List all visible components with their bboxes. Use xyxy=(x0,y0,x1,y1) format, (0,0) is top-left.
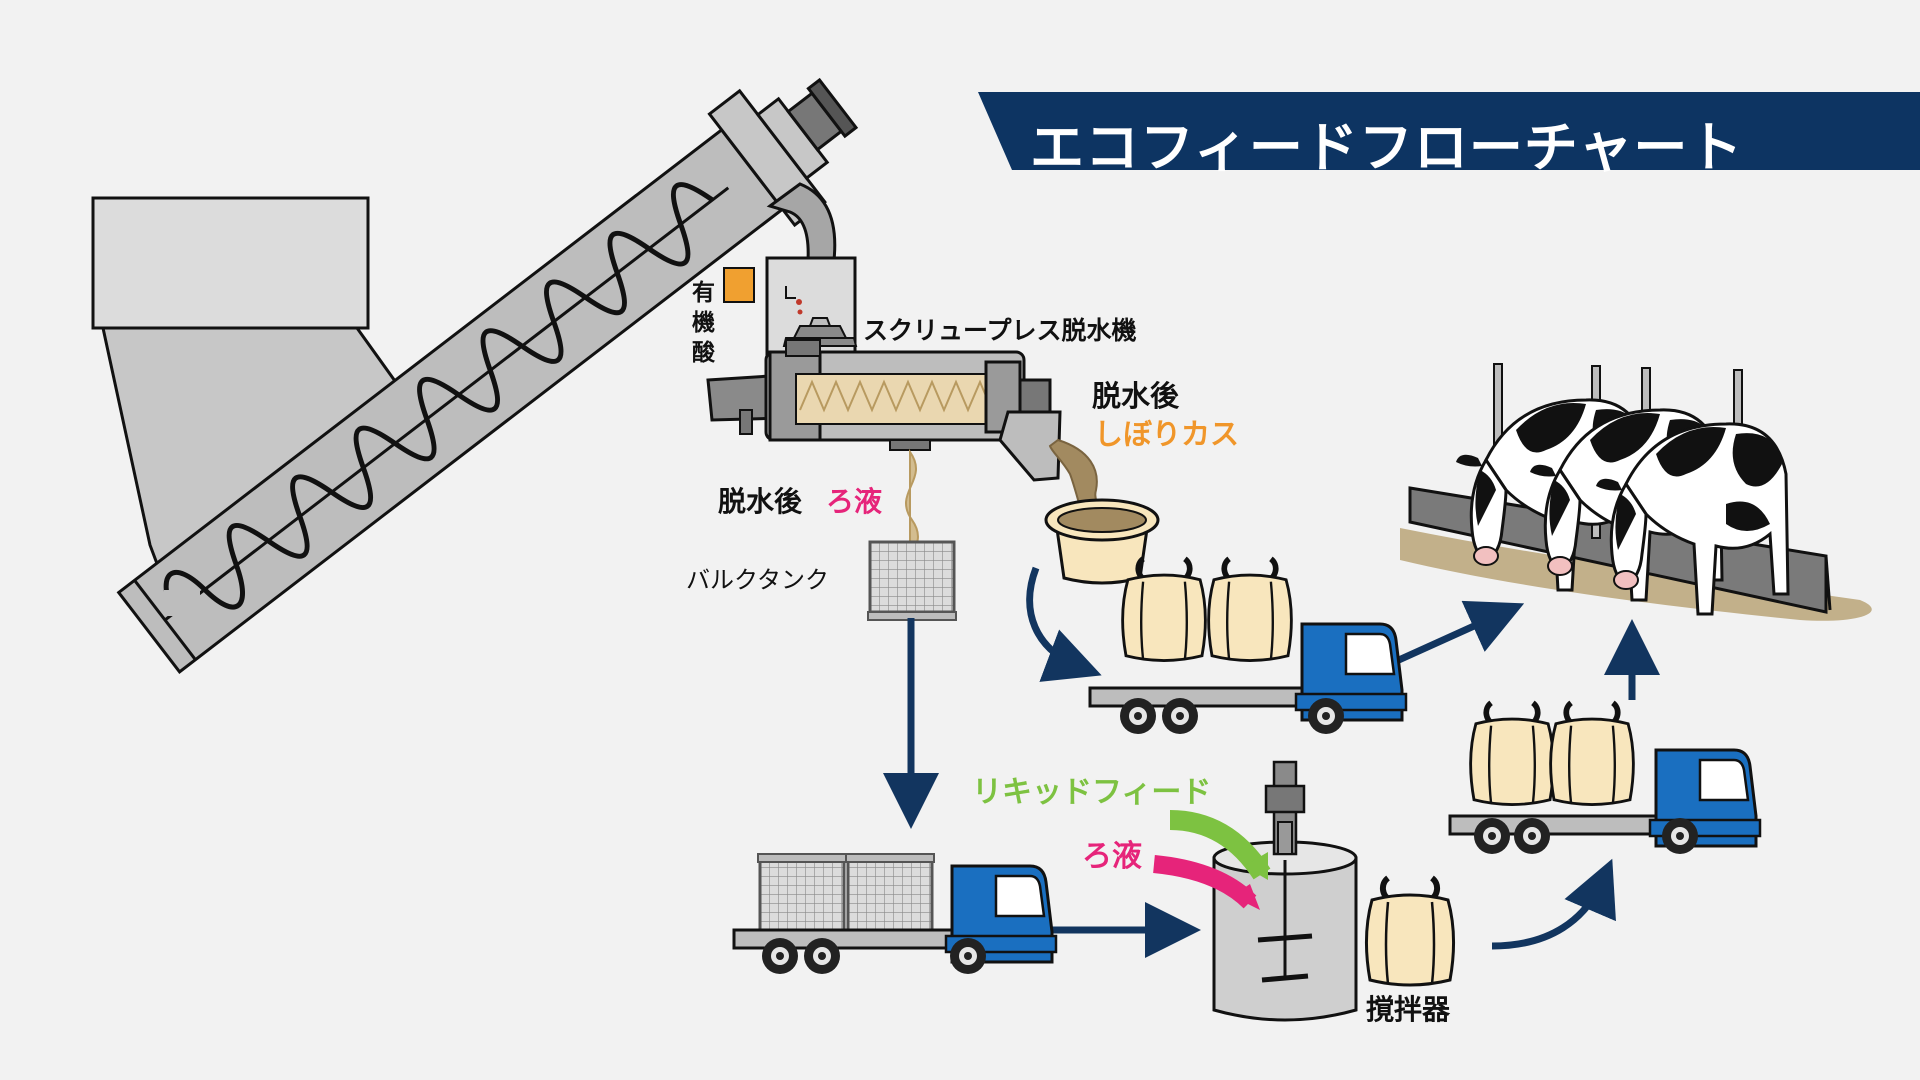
acid-label-3: 酸 xyxy=(692,340,715,366)
dewatering-press-icon xyxy=(706,256,1062,482)
solid-heading: 脱水後 xyxy=(1092,379,1180,413)
truck-icon xyxy=(1088,559,1408,734)
bulk-tank-label: バルクタンク xyxy=(686,566,830,594)
screw-conveyor-icon xyxy=(91,77,859,674)
acid-label-1: 有 xyxy=(692,280,715,306)
acid-label-2: 機 xyxy=(692,310,715,336)
truck-icon xyxy=(732,852,1058,974)
liquid-heading: 脱水後 xyxy=(718,485,803,518)
truck-icon xyxy=(1448,703,1762,854)
page-title: エコフィードフローチャート xyxy=(1030,116,1744,179)
liquid-name: ろ液 xyxy=(826,485,883,518)
solid-name: しぼりカス xyxy=(1094,417,1240,451)
bulk-bag-icon xyxy=(1366,878,1453,985)
mixer-label: 撹拌器 xyxy=(1366,993,1451,1026)
bucket-icon xyxy=(1044,498,1160,585)
bulk-tank-icon xyxy=(867,540,957,621)
filtrate-label: ろ液 xyxy=(1082,839,1142,874)
flow-arrows xyxy=(883,566,1660,958)
press-label: スクリュープレス脱水機 xyxy=(863,316,1137,345)
liquid-feed-label: リキッドフィード xyxy=(972,775,1212,810)
title-band xyxy=(978,92,1920,170)
